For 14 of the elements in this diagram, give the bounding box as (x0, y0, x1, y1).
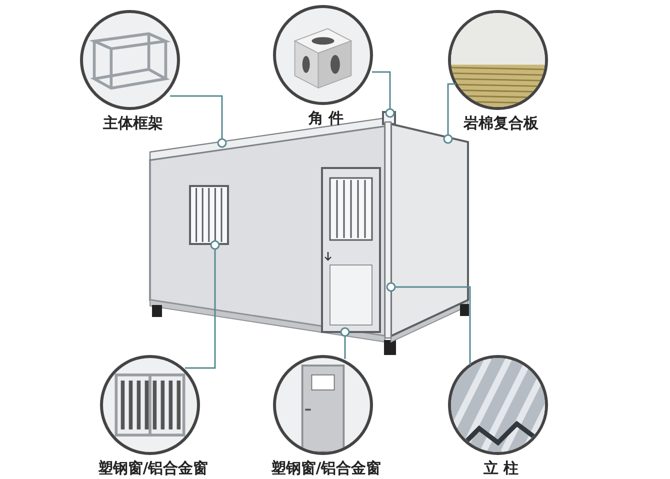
corner-post (384, 121, 392, 339)
leader-line (386, 282, 471, 365)
part-caption: 塑钢窗/铝合金窗 (270, 459, 382, 478)
leader-line (443, 83, 456, 144)
part-caption: 角 件 (307, 109, 345, 128)
part-caption: 立 柱 (482, 459, 520, 478)
window (189, 185, 229, 245)
part-caption: 岩棉复合板 (462, 114, 540, 133)
part-caption: 塑钢窗/铝合金窗 (96, 459, 210, 478)
leader-line (372, 71, 395, 118)
leader-line (170, 95, 227, 148)
door (321, 167, 381, 333)
part-caption: 主体框架 (102, 114, 164, 133)
leader-line (340, 327, 350, 360)
